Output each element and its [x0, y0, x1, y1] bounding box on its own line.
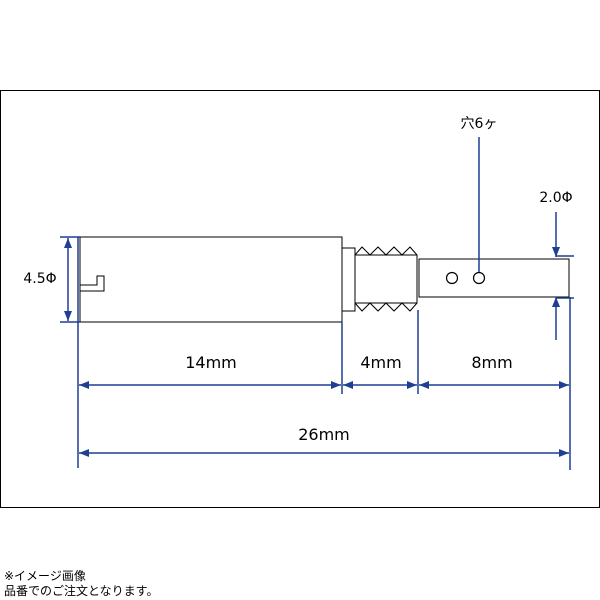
drawing-frame: [0, 90, 600, 508]
hole: [445, 271, 459, 285]
label-diameter-body: 4.5Φ: [23, 271, 56, 287]
label-length-total: 26mm: [298, 425, 350, 444]
dimension-lines: [60, 137, 574, 470]
label-length-tip: 8mm: [471, 353, 512, 372]
hole: [472, 271, 486, 285]
label-hole-count: 穴6ヶ: [461, 116, 498, 132]
note-image: ※イメージ画像: [4, 569, 86, 583]
label-diameter-tip: 2.0Φ: [539, 190, 572, 206]
label-length-body: 14mm: [185, 353, 237, 372]
pin-body: [79, 236, 570, 323]
label-length-thread: 4mm: [360, 353, 401, 372]
holes: [445, 271, 486, 285]
note-order: 品番でのご注文となります。: [4, 584, 159, 598]
